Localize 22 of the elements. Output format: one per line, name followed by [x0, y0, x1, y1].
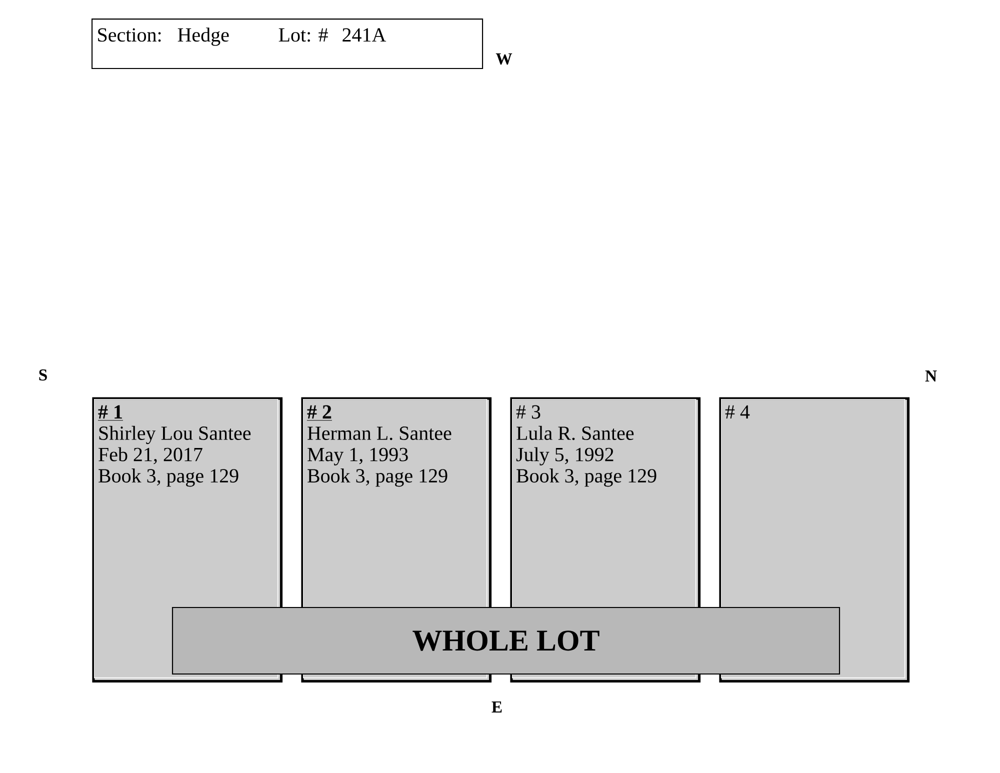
- name-text: Lula R. Santee: [516, 426, 634, 440]
- compass-letter: N: [925, 370, 937, 382]
- field-label: Section:: [98, 28, 161, 42]
- header-box: [92, 18, 484, 70]
- name-text: Herman L. Santee: [308, 426, 452, 440]
- compass-letter: S: [39, 369, 47, 381]
- field-value: 241A: [342, 28, 386, 42]
- date-text: July 5, 1992: [516, 447, 614, 466]
- book-reference: Book 3, page 129: [516, 468, 656, 487]
- book-reference: Book 3, page 129: [98, 468, 238, 487]
- plot-number: # 4: [725, 405, 750, 418]
- book-reference: Book 3, page 129: [308, 468, 448, 487]
- field-value: Hedge: [178, 28, 229, 46]
- compass-letter: E: [492, 702, 502, 712]
- plot-number: # 3: [516, 405, 540, 419]
- date-text: Feb 21, 2017: [98, 447, 202, 464]
- date-text: May 1, 1993: [308, 448, 408, 466]
- plot-number: # 2: [306, 405, 332, 421]
- lot-band: WHOLE LOT: [172, 606, 840, 675]
- field-label: Lot: #: [278, 28, 328, 42]
- plot-number: # 1: [98, 405, 124, 421]
- name-text: Shirley Lou Santee: [99, 426, 251, 444]
